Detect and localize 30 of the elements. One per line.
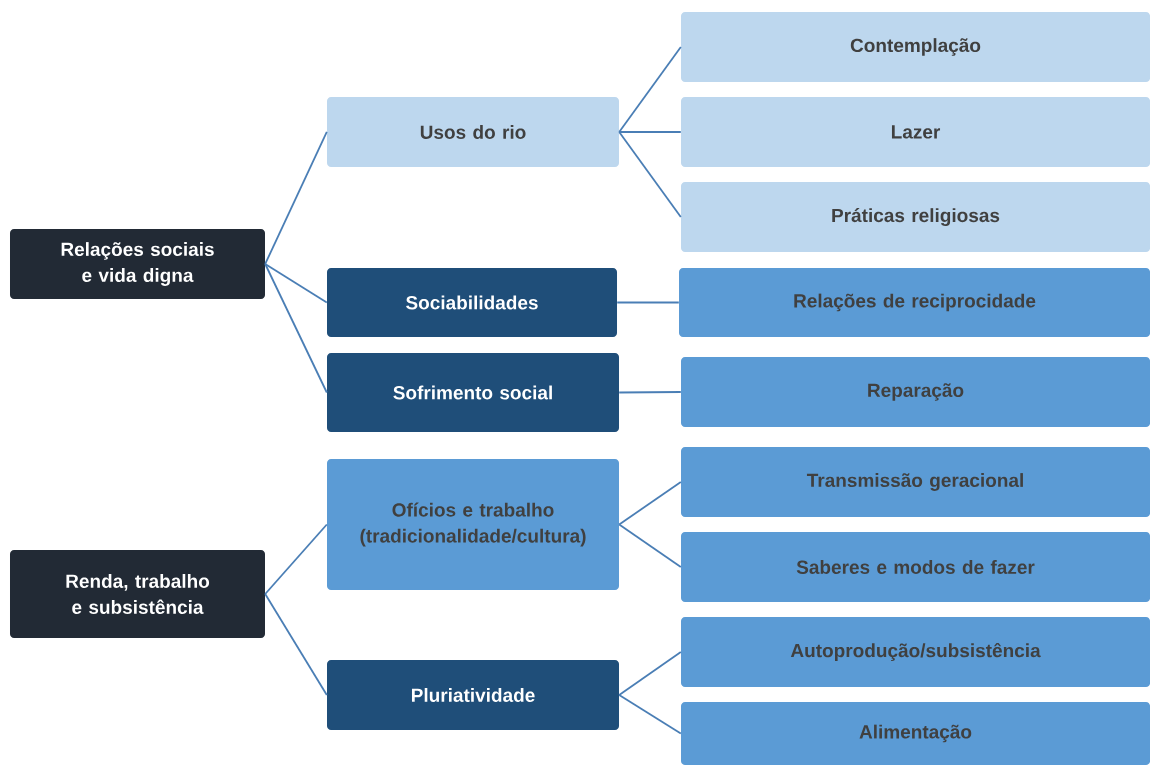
connector-line (264, 263, 328, 304)
connector-line (618, 391, 682, 394)
category-box: Lazer (681, 97, 1150, 167)
category-box: Usos do rio (327, 97, 619, 167)
connector-line (616, 301, 680, 304)
category-box: Ofícios e trabalho (tradicionalidade/cultura) (327, 459, 619, 590)
category-box: Transmissão geracional (681, 447, 1150, 517)
connector-line (264, 523, 328, 595)
connector-line (618, 694, 682, 735)
category-box: Sofrimento social (327, 353, 619, 432)
connector-line (264, 593, 328, 696)
category-box: Autoprodução/subsistência (681, 617, 1150, 687)
connector-line (618, 481, 682, 526)
connector-line (618, 651, 682, 696)
category-box: Sociabilidades (327, 268, 617, 337)
connector-line (618, 46, 682, 133)
connector-line (618, 523, 682, 568)
connector-line (264, 131, 328, 265)
category-box: Relações de reciprocidade (679, 268, 1150, 337)
category-box: Reparação (681, 357, 1150, 427)
category-box: Saberes e modos de fazer (681, 532, 1150, 602)
topic-box: Relações sociais e vida digna (10, 229, 265, 299)
connector-line (618, 131, 682, 133)
topic-box: Renda, trabalho e subsistência (10, 550, 265, 638)
connector-line (618, 131, 682, 218)
category-box: Alimentação (681, 702, 1150, 765)
connector-line (264, 263, 328, 394)
category-box: Contemplação (681, 12, 1150, 82)
category-box: Pluriatividade (327, 660, 619, 730)
category-box: Práticas religiosas (681, 182, 1150, 252)
